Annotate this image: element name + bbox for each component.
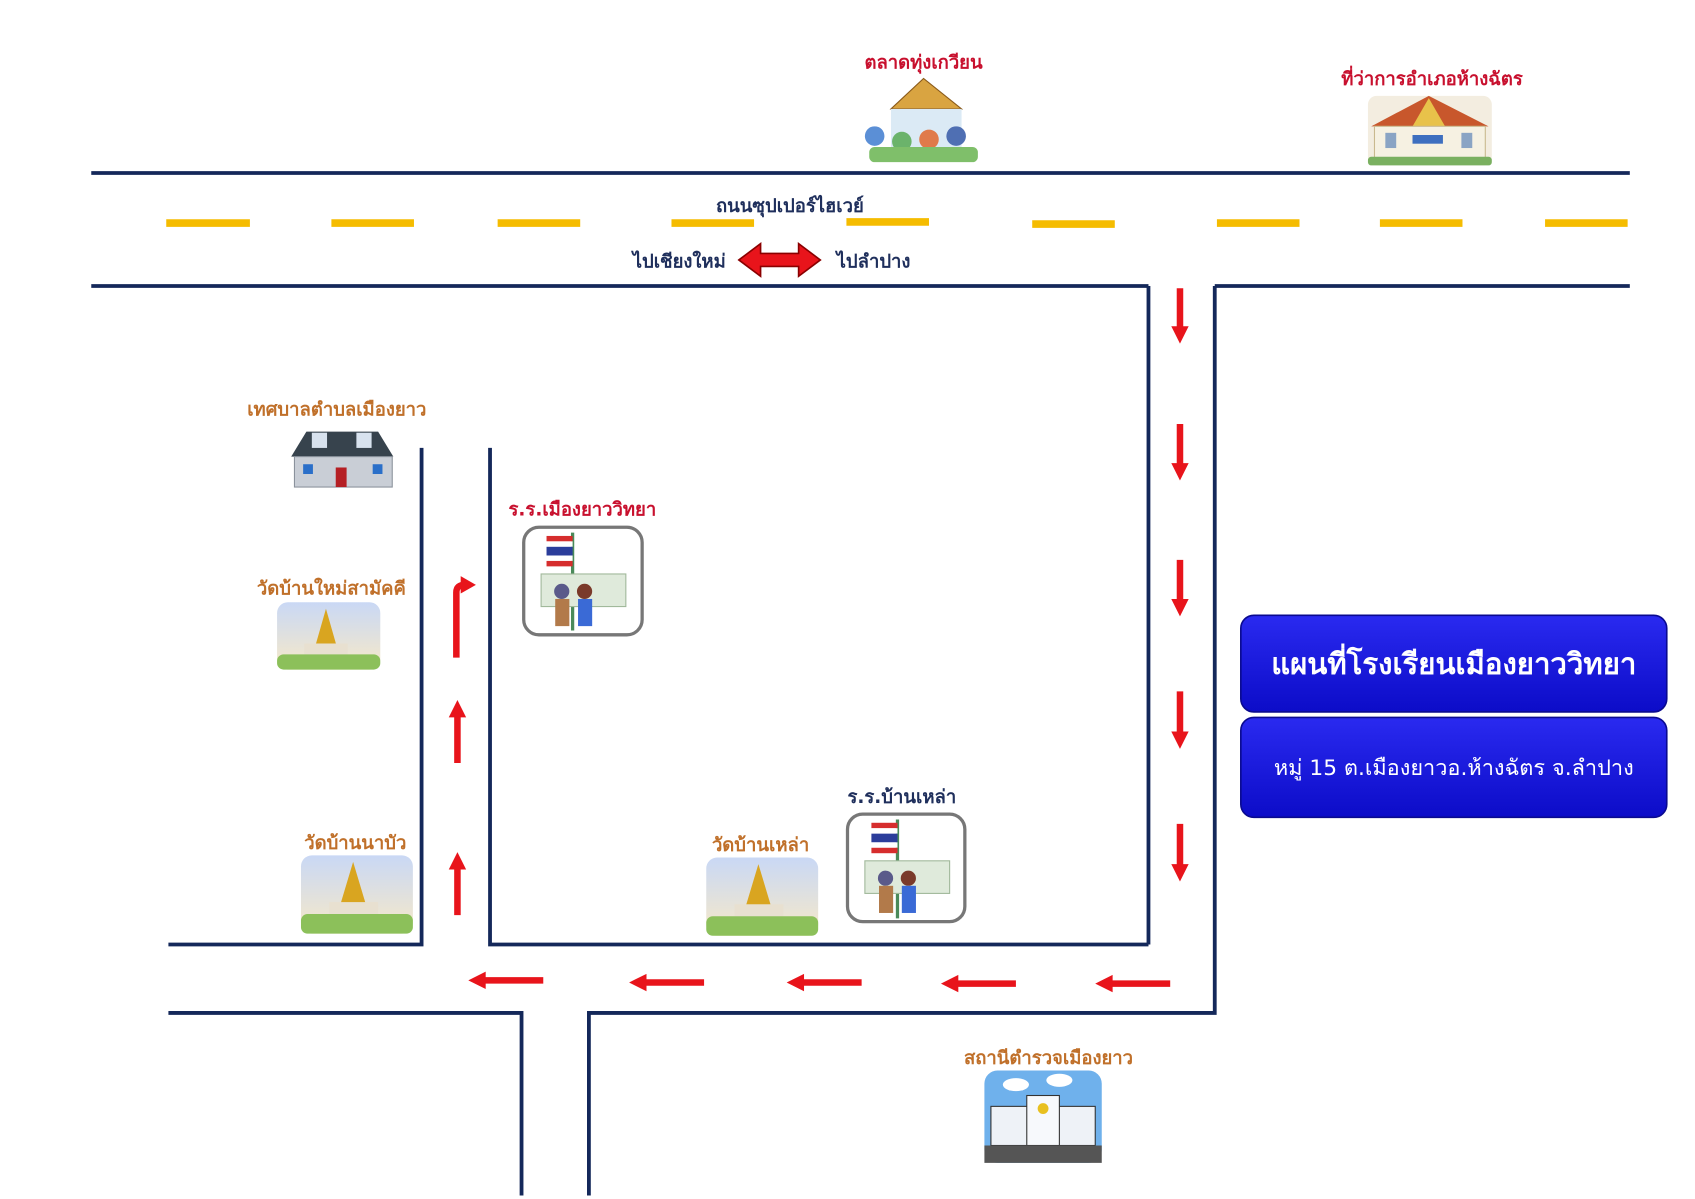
landmark-school-mueang-yao: ร.ร.เมืองยาววิทยา xyxy=(508,498,656,637)
up-arrow-icon xyxy=(448,852,467,916)
landmark-district-office: ที่ว่าการอำเภอห้างฉัตร xyxy=(1341,65,1523,166)
temple-na-bua-label: วัดบ้านนาบัว xyxy=(304,832,406,854)
landmark-municipality: เทศบาลตำบลเมืองยาว xyxy=(247,398,426,488)
landmark-temple-mai-samakkhi: วัดบ้านใหม่สามัคคี xyxy=(257,578,406,670)
turn-right-arrow-icon xyxy=(453,576,476,658)
temple-icon xyxy=(706,857,819,936)
left-arrow-icon xyxy=(629,973,705,992)
municipality-house-icon xyxy=(291,431,394,488)
double-arrow-icon xyxy=(737,242,822,278)
map-title-box: แผนที่โรงเรียนเมืองยาววิทยา xyxy=(1240,614,1668,713)
municipality-label: เทศบาลตำบลเมืองยาว xyxy=(247,398,426,420)
police-station-icon xyxy=(984,1070,1102,1163)
landmark-temple-na-bua: วัดบ้านนาบัว xyxy=(300,832,413,934)
side-road-right-edge-outer xyxy=(587,286,1217,1196)
direction-lampang-label: ไปลำปาง xyxy=(835,250,911,273)
landmark-market: ตลาดทุ่งเกวียน xyxy=(864,52,983,163)
down-arrow-icon xyxy=(1171,559,1189,617)
side-road-left-edge-outer xyxy=(168,447,424,947)
temple-icon xyxy=(277,602,381,670)
left-arrow-icon xyxy=(468,971,544,990)
up-arrow-icon xyxy=(448,700,467,764)
landmark-police-station: สถานีตำรวจเมืองยาว xyxy=(964,1047,1133,1163)
map-title: แผนที่โรงเรียนเมืองยาววิทยา xyxy=(1271,643,1636,681)
road-name-label: ถนนซุปเปอร์ไฮเวย์ xyxy=(716,194,864,218)
temple-ban-lao-label: วัดบ้านเหล่า xyxy=(712,834,809,856)
route-arrows xyxy=(448,288,1189,993)
map-address: หมู่ 15 ต.เมืองยาวอ.ห้างฉัตร จ.ลำปาง xyxy=(1274,756,1634,781)
bottom-road-edge-left xyxy=(168,1011,524,1196)
market-label: ตลาดทุ่งเกวียน xyxy=(864,52,983,75)
temple-icon xyxy=(300,855,413,934)
school-flag-icon xyxy=(845,812,967,924)
school-mueang-yao-label: ร.ร.เมืองยาววิทยา xyxy=(508,498,656,520)
police-station-label: สถานีตำรวจเมืองยาว xyxy=(964,1047,1133,1069)
left-arrow-icon xyxy=(1095,974,1171,993)
market-icon xyxy=(864,77,978,163)
side-road-left-edge-inner xyxy=(488,447,1149,947)
direction-chiang-mai-label: ไปเชียงใหม่ xyxy=(631,250,726,273)
down-arrow-icon xyxy=(1171,691,1189,749)
lane-markings xyxy=(166,218,1628,228)
left-arrow-icon xyxy=(940,974,1016,993)
down-arrow-icon xyxy=(1171,424,1189,481)
map-address-box: หมู่ 15 ต.เมืองยาวอ.ห้างฉัตร จ.ลำปาง xyxy=(1240,716,1668,819)
school-flag-icon xyxy=(522,525,644,637)
landmark-temple-ban-lao: วัดบ้านเหล่า xyxy=(706,834,819,936)
down-arrow-icon xyxy=(1171,823,1189,882)
left-arrow-icon xyxy=(786,973,862,992)
roads xyxy=(91,171,1630,1196)
district-office-icon xyxy=(1367,95,1492,166)
temple-mai-samakkhi-label: วัดบ้านใหม่สามัคคี xyxy=(257,578,406,600)
district-office-label: ที่ว่าการอำเภอห้างฉัตร xyxy=(1341,65,1523,90)
school-ban-lao-label: ร.ร.บ้านเหล่า xyxy=(847,786,956,808)
down-arrow-icon xyxy=(1171,288,1189,344)
landmark-school-ban-lao: ร.ร.บ้านเหล่า xyxy=(845,786,967,924)
